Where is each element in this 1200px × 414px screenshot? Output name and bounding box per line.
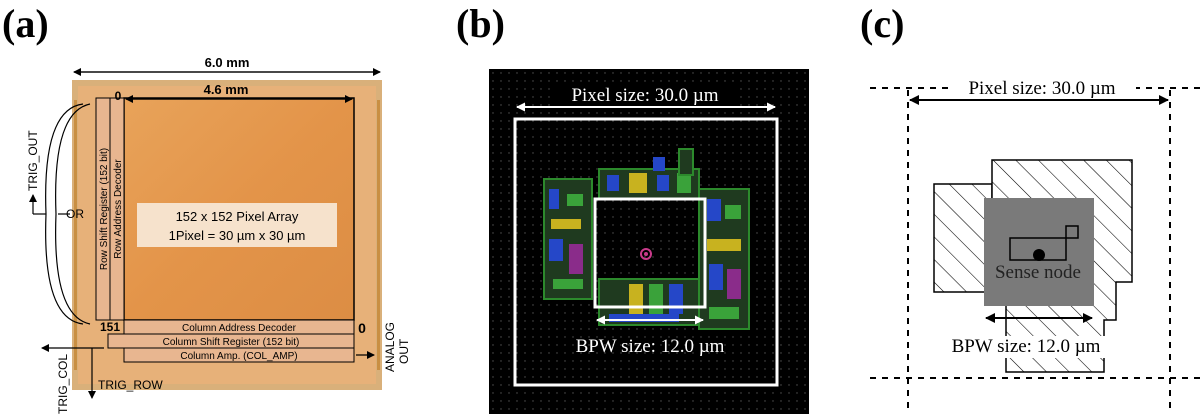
pixel-array-text-box: [137, 203, 337, 247]
array-width-label: 4.6 mm: [204, 82, 249, 97]
panel-label-c: (c): [860, 1, 905, 46]
row-address-decoder: [109, 97, 125, 321]
panel-b-layout-diagram: Pixel size: 30.0 µm BPW size: 12.0 µm: [489, 69, 809, 414]
row-address-decoder-label: Row Address Decoder: [113, 159, 124, 259]
column-index-zero: 0: [358, 320, 366, 336]
bpw-size-label: BPW size: 12.0 µm: [576, 336, 725, 357]
row-index-zero: 0: [115, 89, 122, 103]
circuit-layout: [543, 148, 750, 330]
analog-out-label-1: ANALOG: [383, 322, 397, 372]
column-address-decoder-label: Column Address Decoder: [182, 323, 297, 334]
chip-width-label: 6.0 mm: [205, 55, 250, 70]
row-index-151: 151: [100, 320, 120, 334]
sense-node-outline: [1009, 225, 1079, 261]
pixel-grid-lines: [870, 87, 1200, 414]
row-shift-register-label: Row Shift Register (152 bit): [99, 148, 110, 270]
column-amp-label: Column Amp. (COL_AMP): [180, 351, 297, 362]
column-shift-register-label: Column Shift Register (152 bit): [163, 337, 300, 348]
pixel-array-title: 152 x 152 Pixel Array: [176, 209, 299, 224]
bpw-size-label-c: BPW size: 12.0 µm: [952, 336, 1101, 357]
left-circuit-region: [933, 183, 993, 293]
trig-out-label: TRIG_OUT: [26, 130, 40, 191]
column-amp: [123, 347, 355, 363]
pixel-array-size: 1Pixel = 30 µm x 30 µm: [169, 228, 306, 243]
panel-a-chip-diagram: 6.0 mm 4.6 mm 0 151 0 152 x 152 Pixel Ar…: [26, 55, 411, 414]
or-label: OR: [66, 207, 84, 221]
bpw-boundary: [593, 197, 707, 309]
pixel-size-label-c: Pixel size: 30.0 µm: [968, 78, 1115, 99]
pixel-boundary: [513, 117, 779, 387]
analog-out-label-2: OUT: [397, 338, 411, 364]
trig-row-label: TRIG_ROW: [98, 378, 163, 392]
sense-node-label: Sense node: [995, 262, 1081, 283]
layout-background: [489, 69, 809, 414]
trig-col-label: TRIG_COL: [56, 354, 70, 414]
chip-pads: [74, 100, 380, 370]
panel-label-a: (a): [2, 1, 49, 46]
sense-node-dot: [1033, 249, 1045, 261]
panel-c-schematic: Sense node Pixel size: 30.0 µm BPW size:…: [870, 78, 1200, 414]
pixel-size-label: Pixel size: 30.0 µm: [571, 85, 718, 106]
panel-label-b: (b): [456, 1, 505, 46]
